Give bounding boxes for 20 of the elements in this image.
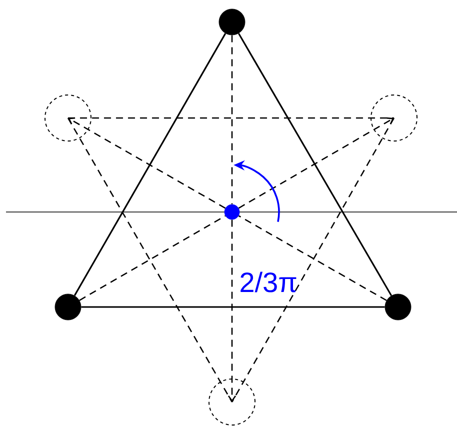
connector-line <box>81 306 385 308</box>
connector-line <box>238 215 387 301</box>
connector-line <box>238 117 394 209</box>
dashed-circle <box>44 94 92 142</box>
connector-line <box>68 117 394 119</box>
filled-circle <box>54 294 82 320</box>
dashed-circle <box>370 94 418 142</box>
filled-circle <box>384 294 412 320</box>
connector-line <box>228 220 236 402</box>
angle-label: 2/3π <box>240 272 296 292</box>
connector-line <box>74 33 226 296</box>
connector-line <box>231 35 233 204</box>
connector-line <box>231 118 395 402</box>
center-dot <box>224 204 240 220</box>
connector-line <box>238 33 392 296</box>
dashed-circle <box>208 378 256 426</box>
filled-circle <box>218 8 246 36</box>
connector-line <box>79 215 226 301</box>
connector-line <box>67 118 233 402</box>
connector-line <box>68 117 226 209</box>
